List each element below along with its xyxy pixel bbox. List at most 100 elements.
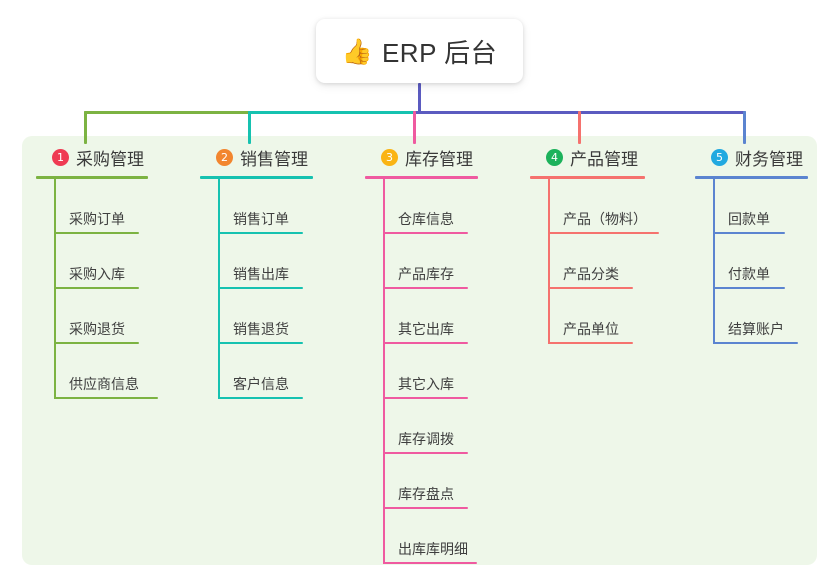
branch-leaf-list-4: 产品（物料） 产品分类产品单位: [530, 179, 690, 344]
leaf-underline: [713, 287, 785, 289]
leaf-label: 产品单位: [563, 321, 619, 337]
leaf-label: 产品（物料）: [563, 211, 647, 227]
leaf-underline: [54, 287, 139, 289]
leaf-node[interactable]: 产品分类: [548, 234, 690, 289]
leaf-label: 采购入库: [69, 266, 125, 282]
leaf-node[interactable]: 库存调拨: [383, 399, 515, 454]
leaf-node[interactable]: 供应商信息: [54, 344, 186, 399]
leaf-node[interactable]: 仓库信息: [383, 179, 515, 234]
leaf-node[interactable]: 回款单: [713, 179, 839, 234]
leaf-underline: [383, 452, 468, 454]
leaf-node[interactable]: 客户信息: [218, 344, 350, 399]
branch-underline-1: [36, 176, 148, 179]
branch-title-1: 采购管理: [76, 149, 144, 169]
leaf-label: 销售退货: [233, 321, 289, 337]
leaf-label: 其它出库: [398, 321, 454, 337]
leaf-node[interactable]: 销售订单: [218, 179, 350, 234]
leaf-underline: [548, 342, 633, 344]
leaf-node[interactable]: 销售退货: [218, 289, 350, 344]
leaf-node[interactable]: 产品（物料）: [548, 179, 690, 234]
leaf-underline: [548, 287, 633, 289]
branch-3-库存管理[interactable]: 3 库存管理仓库信息产品库存其它出库其它入库库存调拨库存盘点出库库明细: [365, 144, 515, 564]
branch-title-4: 产品管理: [570, 149, 638, 169]
branch-leaf-list-3: 仓库信息产品库存其它出库其它入库库存调拨库存盘点出库库明细: [365, 179, 515, 564]
branch-leaf-list-1: 采购订单采购入库采购退货供应商信息: [36, 179, 186, 399]
leaf-node[interactable]: 销售出库: [218, 234, 350, 289]
trunk-segment-green: [84, 111, 251, 114]
leaf-underline: [54, 397, 158, 399]
branch-number-badge-4: 4: [546, 148, 563, 166]
leaf-label: 出库库明细: [398, 541, 468, 557]
branch-underline-5: [695, 176, 808, 179]
leaf-label: 销售出库: [233, 266, 289, 282]
leaf-label: 客户信息: [233, 376, 289, 392]
branch-leaf-list-2: 销售订单销售出库销售退货客户信息: [200, 179, 350, 399]
leaf-label: 产品库存: [398, 266, 454, 282]
leaf-underline: [383, 507, 468, 509]
branch-spine-2: [218, 179, 220, 399]
leaf-node[interactable]: 采购订单: [54, 179, 186, 234]
branches-panel: [22, 136, 817, 565]
branch-header-3[interactable]: 3 库存管理: [365, 144, 515, 170]
branch-underline-3: [365, 176, 478, 179]
leaf-underline: [218, 287, 303, 289]
leaf-underline: [713, 342, 798, 344]
branch-spine-3: [383, 179, 385, 564]
leaf-node[interactable]: 产品库存: [383, 234, 515, 289]
leaf-underline: [218, 232, 303, 234]
branch-number-badge-3: 3: [381, 148, 398, 166]
leaf-node[interactable]: 采购退货: [54, 289, 186, 344]
leaf-node[interactable]: 产品单位: [548, 289, 690, 344]
branch-number-badge-2: 2: [216, 148, 233, 166]
leaf-underline: [383, 342, 468, 344]
leaf-node[interactable]: 付款单: [713, 234, 839, 289]
leaf-label: 供应商信息: [69, 376, 139, 392]
branch-spine-1: [54, 179, 56, 399]
branch-4-产品管理[interactable]: 4 产品管理产品（物料） 产品分类产品单位: [530, 144, 690, 344]
branch-stub-3: [413, 111, 416, 144]
leaf-underline: [218, 342, 303, 344]
leaf-label: 采购退货: [69, 321, 125, 337]
leaf-label: 回款单: [728, 211, 770, 227]
leaf-node[interactable]: 结算账户: [713, 289, 839, 344]
leaf-node[interactable]: 其它出库: [383, 289, 515, 344]
leaf-node[interactable]: 库存盘点: [383, 454, 515, 509]
root-node-erp-backend[interactable]: 👍 ERP 后台: [316, 19, 523, 83]
branch-spine-4: [548, 179, 550, 344]
leaf-underline: [713, 232, 785, 234]
leaf-label: 产品分类: [563, 266, 619, 282]
leaf-underline: [548, 232, 659, 234]
root-node-content: 👍 ERP 后台: [342, 33, 497, 70]
leaf-underline: [383, 397, 468, 399]
branch-header-4[interactable]: 4 产品管理: [530, 144, 690, 170]
leaf-label: 销售订单: [233, 211, 289, 227]
leaf-label: 库存调拨: [398, 431, 454, 447]
leaf-label: 结算账户: [728, 321, 784, 337]
leaf-label: 付款单: [728, 266, 770, 282]
branch-underline-2: [200, 176, 313, 179]
thumbs-up-emoji: 👍: [341, 36, 373, 66]
branch-spine-5: [713, 179, 715, 344]
leaf-label: 仓库信息: [398, 211, 454, 227]
leaf-node[interactable]: 采购入库: [54, 234, 186, 289]
branch-stub-2: [248, 111, 251, 144]
root-node-title: ERP 后台: [381, 37, 498, 68]
leaf-underline: [54, 342, 139, 344]
branch-number-badge-5: 5: [711, 148, 728, 166]
leaf-underline: [383, 562, 477, 564]
leaf-node[interactable]: 其它入库: [383, 344, 515, 399]
leaf-node[interactable]: 出库库明细: [383, 509, 515, 564]
leaf-underline: [383, 287, 468, 289]
leaf-label: 其它入库: [398, 376, 454, 392]
branch-title-3: 库存管理: [405, 149, 473, 169]
trunk-segment-teal: [248, 111, 416, 114]
branch-leaf-list-5: 回款单付款单结算账户: [695, 179, 839, 344]
leaf-underline: [54, 232, 139, 234]
